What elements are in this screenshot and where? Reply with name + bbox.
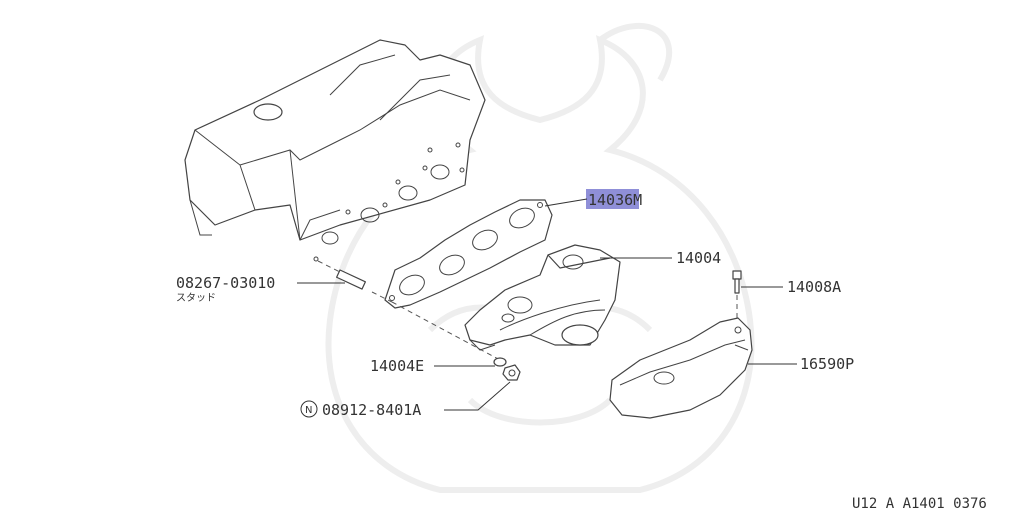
highlight-box [586,189,639,209]
washer-part [493,357,507,367]
heat-insulator [609,317,753,419]
exhaust-manifold-gasket [384,199,553,309]
label-14036M[interactable]: 14036M [588,191,642,209]
label-16590P[interactable]: 16590P [800,355,854,373]
exhaust-manifold [464,244,621,351]
label-08267-03010[interactable]: 08267-03010 [176,274,275,292]
label-14008A[interactable]: 14008A [787,278,841,296]
cylinder-head-cover [184,39,486,245]
label-stud-note: スタッド [176,292,216,304]
assembly-line [391,301,501,361]
stud-part [313,256,393,303]
bolt-part [732,270,742,322]
nut-part [502,364,521,381]
label-08912-8401A[interactable]: 08912-8401A [322,401,421,419]
leader-08912-8401A [444,381,511,411]
label-14004E[interactable]: 14004E [370,357,424,375]
nut-symbol-circle [300,400,318,418]
label-14004[interactable]: 14004 [676,249,721,267]
nut-symbol-letter: N [305,405,312,416]
diagram-code: U12 A A1401 0376 [852,496,987,510]
leader-14036M [544,198,588,207]
